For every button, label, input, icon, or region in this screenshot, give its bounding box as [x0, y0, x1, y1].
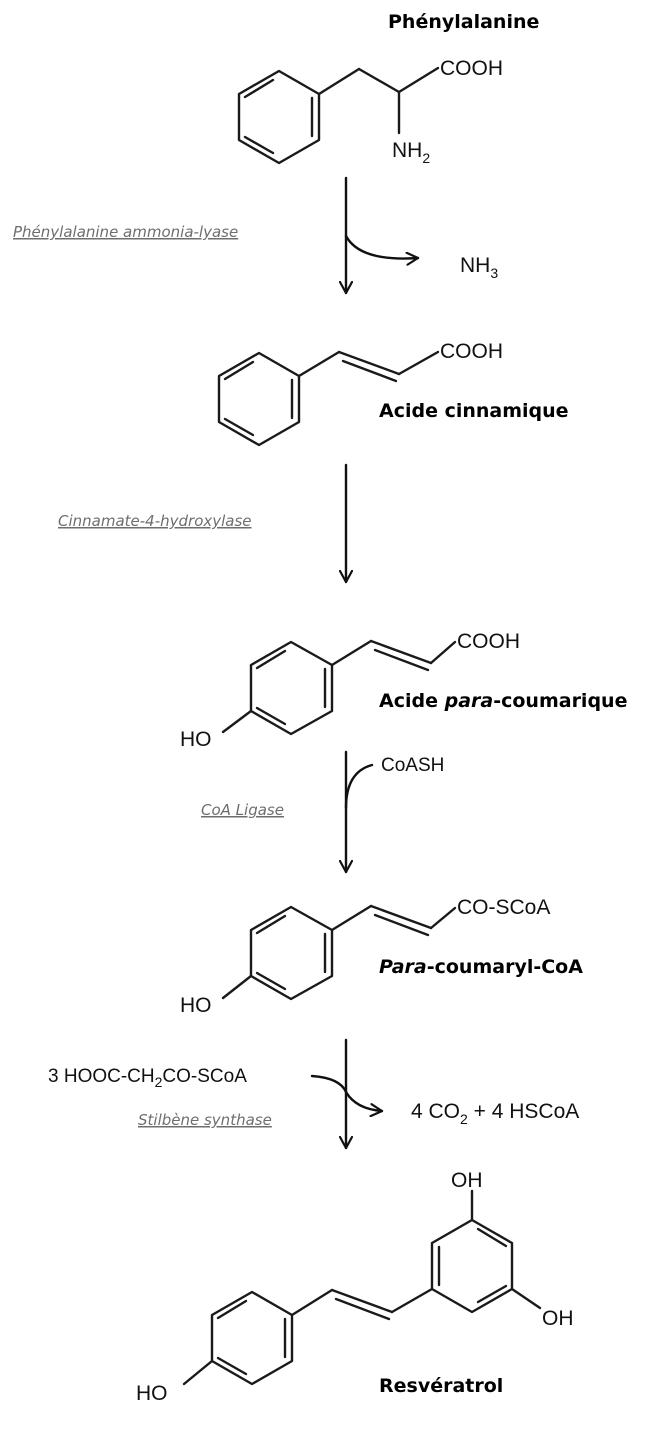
step-arrow-4 [310, 1038, 384, 1150]
byproduct-ammonia: NH3 [460, 254, 498, 281]
compound-name-para-coumaric-acid: Acide para-coumarique [379, 690, 627, 712]
phenol-ring [210, 1290, 294, 1386]
resorcinol-ring [430, 1218, 514, 1314]
enzyme-label-1: Phénylalanine ammonia-lyase [13, 223, 238, 241]
hydroxyl-right-label: OH [542, 1307, 574, 1330]
compound-name-phenylalanine: Phénylalanine [388, 11, 539, 33]
reagent-coash: CoASH [381, 755, 444, 776]
hydroxyl-label: HO [180, 994, 212, 1017]
carboxyl-label: COOH [457, 630, 520, 653]
cinnamic-acid-structure: COOH [217, 340, 503, 447]
step-arrow-3 [346, 750, 374, 874]
amine-label: NH2 [392, 139, 430, 166]
benzene-ring [249, 640, 334, 736]
thioester-label: CO-SCoA [457, 896, 550, 919]
resveratrol-structure: HO OH OH [136, 1169, 574, 1405]
enzyme-label-3: CoA Ligase [201, 801, 284, 819]
carboxyl-label: COOH [440, 57, 503, 80]
benzene-ring [249, 905, 334, 1001]
carboxyl-label: COOH [440, 340, 503, 363]
enzyme-label-4: Stilbène synthase [138, 1111, 272, 1129]
reagent-malonyl-coa: 3 HOOC-CH2CO-SCoA [48, 1066, 247, 1090]
benzene-ring [237, 69, 321, 165]
hydroxyl-top-label: OH [451, 1169, 483, 1192]
para-coumaryl-coa-structure: HO CO-SCoA [180, 896, 550, 1017]
hydroxyl-label: HO [136, 1382, 168, 1405]
enzyme-label-2: Cinnamate-4-hydroxylase [58, 512, 252, 530]
para-coumaric-acid-structure: HO COOH [180, 630, 520, 751]
compound-name-para-coumaryl-coa: Para-coumaryl-CoA [379, 956, 583, 978]
step-arrow-1 [346, 176, 420, 295]
hydroxyl-label: HO [180, 728, 212, 751]
benzene-ring [217, 351, 301, 447]
byproducts-co2-hscoa: 4 CO2 + 4 HSCoA [411, 1100, 579, 1127]
compound-name-cinnamic-acid: Acide cinnamique [379, 400, 569, 422]
compound-name-resveratrol: Resvératrol [379, 1375, 503, 1397]
phenylalanine-structure: COOH NH2 [237, 57, 503, 166]
